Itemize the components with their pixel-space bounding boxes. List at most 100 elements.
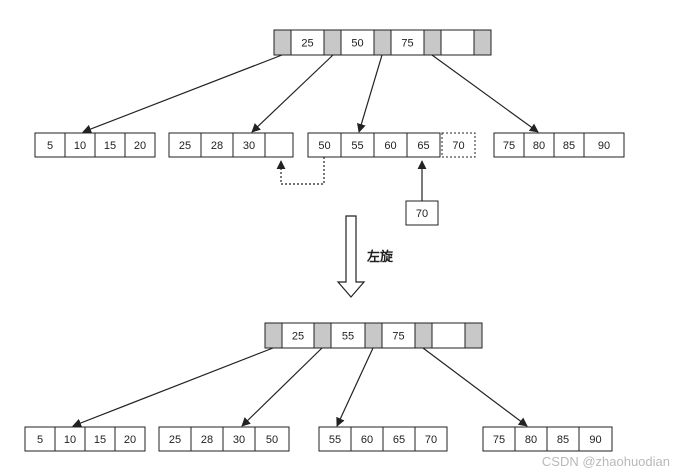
leaf-key: 90 <box>589 434 601 446</box>
leaf-key: 80 <box>533 140 545 152</box>
after-root-pointer-4 <box>464 322 483 349</box>
before-root-pointer-1 <box>323 29 342 56</box>
overflow-key: 70 <box>452 140 464 152</box>
before-arrow-leaf-4 <box>431 54 539 133</box>
leaf-key: 20 <box>124 434 136 446</box>
incoming-key-cell <box>405 200 439 226</box>
leaf-key: 15 <box>94 434 106 446</box>
before-arrow-leaf-1 <box>82 54 283 134</box>
before-leaf-node-3: 50 55 60 65 <box>307 132 441 158</box>
after-root-key: 75 <box>392 331 404 343</box>
leaf-key: 15 <box>104 140 116 152</box>
leaf-cell <box>24 426 56 452</box>
leaf-key: 65 <box>417 140 429 152</box>
leaf-cell <box>114 426 146 452</box>
leaf-cell <box>190 426 224 452</box>
leaf-cell <box>546 426 580 452</box>
leaf-cell <box>382 426 416 452</box>
before-root-key: 50 <box>351 38 363 50</box>
after-root-pointer-1 <box>313 322 332 349</box>
before-arrow-leaf-2 <box>251 54 334 133</box>
after-leaf-node-2: 25 28 30 50 <box>158 426 290 452</box>
after-root-key: 25 <box>292 331 304 343</box>
before-root-node: 25 50 75 <box>273 29 492 56</box>
after-leaf-node-1: 5 10 15 20 <box>24 426 146 452</box>
before-root-key: 75 <box>401 38 413 50</box>
leaf-key: 55 <box>351 140 363 152</box>
after-arrow-leaf-3 <box>336 347 374 427</box>
leaf-key: 5 <box>37 434 43 446</box>
before-leaf-node-2: 25 28 30 <box>168 132 294 158</box>
leaf-cell <box>578 426 613 452</box>
leaf-key: 55 <box>329 434 341 446</box>
leaf-key: 85 <box>563 140 575 152</box>
before-arrow-leaf-3 <box>357 54 383 133</box>
leaf-cell <box>200 132 234 158</box>
before-root-key-cell <box>340 29 375 56</box>
before-root-pointer-2 <box>373 29 392 56</box>
operation-label: 左旋 <box>367 249 394 264</box>
leaf-key: 50 <box>318 140 330 152</box>
leaf-key: 28 <box>211 140 223 152</box>
leaf-cell <box>340 132 375 158</box>
after-root-key-cell <box>431 322 466 349</box>
leaf-key: 50 <box>266 434 278 446</box>
before-child-arrows <box>82 54 539 134</box>
leaf-cell <box>232 132 266 158</box>
leaf-cell <box>406 132 441 158</box>
overflow-cell-box <box>441 132 476 158</box>
leaf-cell <box>414 426 448 452</box>
leaf-key: 20 <box>134 140 146 152</box>
leaf-key: 70 <box>425 434 437 446</box>
leaf-cell <box>94 132 126 158</box>
leaf-key: 60 <box>384 140 396 152</box>
leaf-key: 10 <box>64 434 76 446</box>
before-root-pointer-3 <box>423 29 442 56</box>
before-root-key-cell <box>440 29 475 56</box>
leaf-cell <box>514 426 548 452</box>
leaf-cell <box>523 132 555 158</box>
leaf-key: 5 <box>47 140 53 152</box>
leaf-cell <box>168 132 202 158</box>
before-root-pointer-4 <box>473 29 492 56</box>
after-root-key-cell <box>281 322 315 349</box>
after-root-pointer-0 <box>264 322 283 349</box>
before-leaf-node-1: 5 10 15 20 <box>34 132 156 158</box>
after-root-pointer-2 <box>364 322 383 349</box>
leaf-cell <box>158 426 192 452</box>
leaf-key: 80 <box>525 434 537 446</box>
leaf-key: 25 <box>169 434 181 446</box>
before-root-key-cell <box>290 29 325 56</box>
after-root-key: 55 <box>342 331 354 343</box>
before-root-key: 25 <box>301 38 313 50</box>
leaf-cell <box>373 132 408 158</box>
after-arrow-leaf-2 <box>241 347 323 427</box>
leaf-key: 60 <box>361 434 373 446</box>
after-leaf-node-3: 55 60 65 70 <box>318 426 448 452</box>
leaf-key: 25 <box>179 140 191 152</box>
leaf-cell <box>64 132 96 158</box>
leaf-cell <box>124 132 156 158</box>
after-arrow-leaf-1 <box>72 347 274 428</box>
dotted-move-arrow <box>276 157 325 185</box>
after-root-pointer-3 <box>414 322 433 349</box>
after-root-node: 25 55 75 <box>264 322 483 349</box>
leaf-key: 10 <box>74 140 86 152</box>
before-overflow-cell: 70 <box>441 132 476 158</box>
leaf-cell <box>583 132 625 158</box>
before-root-pointer-0 <box>273 29 292 56</box>
leaf-cell <box>493 132 525 158</box>
leaf-cell <box>482 426 516 452</box>
after-leaf-node-4: 75 80 85 90 <box>482 426 613 452</box>
leaf-key: 65 <box>393 434 405 446</box>
incoming-key-box: 70 <box>405 200 439 226</box>
leaf-key: 85 <box>557 434 569 446</box>
leaf-cell <box>318 426 352 452</box>
leaf-key: 75 <box>493 434 505 446</box>
after-child-arrows <box>72 347 528 428</box>
before-leaf-node-4: 75 80 85 90 <box>493 132 625 158</box>
leaf-key: 75 <box>503 140 515 152</box>
leaf-cell <box>222 426 256 452</box>
watermark: CSDN @zhaohuodian <box>541 454 670 469</box>
leaf-key: 90 <box>598 140 610 152</box>
